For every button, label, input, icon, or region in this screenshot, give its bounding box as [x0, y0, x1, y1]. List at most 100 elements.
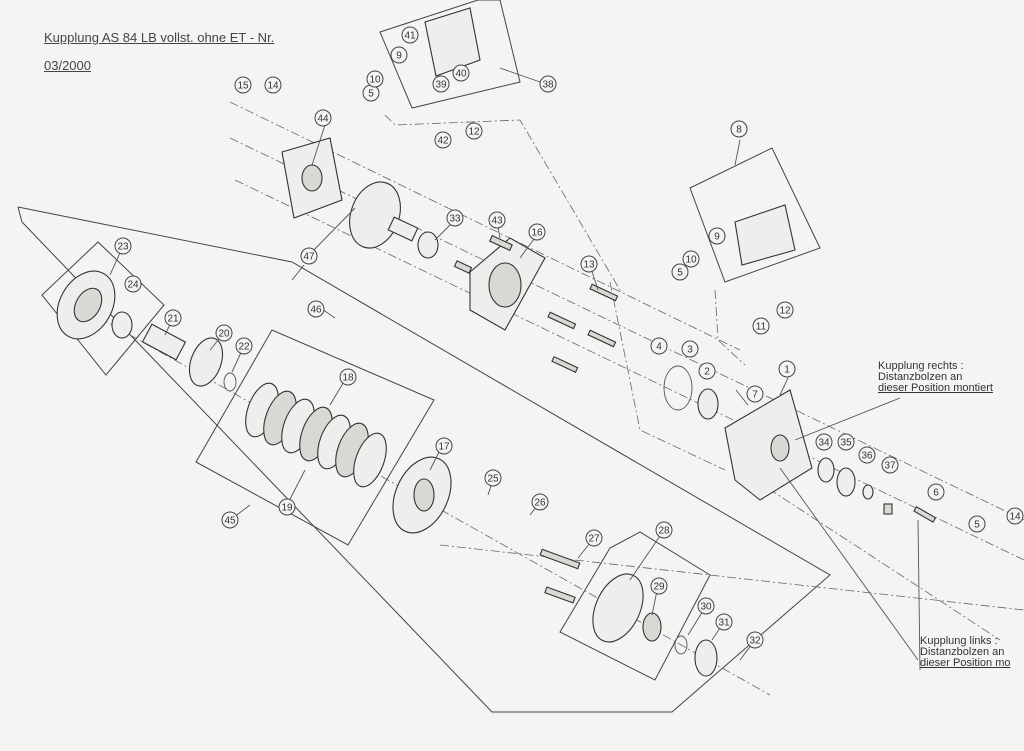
callout-circle: [585, 529, 603, 547]
plate-8: [734, 204, 796, 266]
callout-10: 10: [366, 70, 384, 88]
disc: [353, 432, 387, 488]
callout-circle: [124, 275, 142, 293]
axis-3: [229, 101, 741, 351]
callout-circle: [432, 75, 450, 93]
callout-circle: [776, 301, 794, 319]
assembly-frames: [17, 0, 831, 713]
callout-26: 26: [531, 493, 549, 511]
callout-number: 15: [237, 81, 249, 92]
bearing-33: [417, 231, 439, 259]
callout-circle: [264, 76, 282, 94]
spring: [544, 586, 576, 604]
frame-23-24: [41, 241, 165, 376]
callout-44: 44: [314, 109, 332, 127]
callout-47: 47: [300, 247, 318, 265]
callout-number: 30: [700, 602, 712, 613]
callout-number: 13: [583, 260, 595, 271]
callout-35: 35: [837, 433, 855, 451]
frame-8: [689, 147, 821, 283]
callout-circle: [234, 76, 252, 94]
leader: [779, 467, 919, 661]
note-right-line-2: Distanzbolzen an: [878, 371, 963, 383]
callout-7: 7: [746, 385, 764, 403]
callout-number: 46: [310, 305, 322, 316]
callout-circle: [390, 46, 408, 64]
clutch-discs: [245, 382, 387, 488]
bolt-13d: [551, 355, 579, 373]
callout-circle: [221, 511, 239, 529]
leader: [734, 139, 741, 166]
ring-30: [674, 635, 688, 655]
note-left-line-1: Kupplung links :: [920, 635, 998, 647]
callout-number: 28: [658, 526, 670, 537]
callout-41: 41: [401, 26, 419, 44]
callout-18: 18: [339, 368, 357, 386]
callout-24: 24: [124, 275, 142, 293]
callout-12: 12: [465, 122, 483, 140]
callout-number: 34: [818, 438, 830, 449]
callout-number: 32: [749, 636, 761, 647]
callout-circle: [715, 613, 733, 631]
callout-circle: [697, 597, 715, 615]
bracket-1-bore: [770, 434, 790, 462]
callout-25: 25: [484, 469, 502, 487]
axis-2: [234, 179, 1024, 561]
callout-11: 11: [752, 317, 770, 335]
leader: [779, 377, 789, 396]
callout-3: 3: [681, 340, 699, 358]
callout-number: 9: [396, 51, 402, 62]
callout-5: 5: [968, 515, 986, 533]
callout-32: 32: [746, 631, 764, 649]
callout-circle: [881, 456, 899, 474]
callout-circle: [488, 211, 506, 229]
callout-circle: [484, 469, 502, 487]
callout-22: 22: [235, 337, 253, 355]
plate-44-hole: [301, 164, 323, 192]
spring-43b: [453, 260, 473, 274]
springs-27: [539, 548, 581, 604]
callout-circle: [681, 340, 699, 358]
bracket-1: [724, 389, 813, 501]
callout-number: 19: [281, 503, 293, 514]
callout-number: 25: [487, 474, 499, 485]
callout-circle: [531, 493, 549, 511]
callout-1: 1: [778, 360, 796, 378]
callout-number: 24: [127, 280, 139, 291]
callout-circle: [746, 631, 764, 649]
note-right-line-1: Kupplung rechts :: [878, 360, 964, 372]
callout-circle: [650, 337, 668, 355]
callout-circle: [307, 300, 325, 318]
callout-number: 14: [1009, 512, 1021, 523]
callout-circle: [314, 109, 332, 127]
part-36: [862, 484, 874, 500]
bolt-13c: [587, 329, 617, 348]
callout-12: 12: [776, 301, 794, 319]
callout-circle: [682, 250, 700, 268]
leader-lines: [109, 67, 921, 671]
callout-circle: [164, 309, 182, 327]
pressure-plate-47: [349, 181, 401, 249]
callout-number: 43: [491, 216, 503, 227]
bushing-24: [111, 311, 133, 339]
callout-number: 7: [752, 390, 758, 401]
shaft-stub: [387, 216, 419, 242]
callout-circle: [339, 368, 357, 386]
callout-circle: [300, 247, 318, 265]
callout-circle: [1006, 507, 1024, 525]
callout-circle: [655, 521, 673, 539]
callout-number: 6: [933, 488, 939, 499]
callout-number: 8: [736, 125, 742, 136]
callout-number: 12: [779, 306, 791, 317]
callout-circle: [528, 223, 546, 241]
spring: [539, 548, 581, 570]
callout-9: 9: [390, 46, 408, 64]
callout-21: 21: [164, 309, 182, 327]
bearing-29: [642, 612, 662, 642]
callout-15: 15: [234, 76, 252, 94]
callout-number: 3: [687, 345, 693, 356]
callout-number: 37: [884, 461, 896, 472]
callout-31: 31: [715, 613, 733, 631]
callout-number: 35: [840, 438, 852, 449]
